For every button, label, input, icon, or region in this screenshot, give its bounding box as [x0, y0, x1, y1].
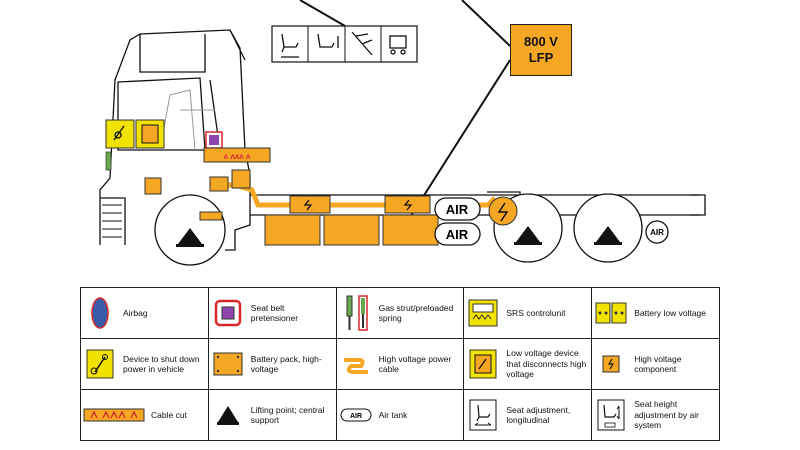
top-icon-strip: [271, 25, 418, 63]
seat-belt-pretensioner-icon: [214, 299, 242, 327]
battery-low-voltage-icon: [595, 302, 627, 324]
front-grille: [102, 204, 122, 238]
air-tank-icon: AIR: [340, 408, 372, 422]
legend-cell-lifting-point: Lifting point; central support: [207, 389, 337, 441]
legend-label-air-tank: Air tank: [378, 409, 408, 420]
air-tank-symbol-text: AIR: [350, 413, 362, 420]
legend-label-battery-hv: Battery pack, high-voltage: [250, 353, 322, 375]
legend-label-cable-cut: Cable cut: [151, 409, 187, 420]
truck-diagram: ʌ ʌʌʌ ʌ AIR AIR AIR: [99, 0, 706, 266]
gas-strut-marker: [105, 151, 112, 171]
seat-tilt-icon: [389, 35, 407, 55]
seat-belt-pretensioner-inner: [209, 135, 219, 145]
legend-cell-seat-long: Seat adjustment, longitudinal: [463, 389, 593, 441]
legend-cell-battery-lv: Battery low voltage: [591, 287, 720, 339]
legend-cell-srs: SRS controlunit: [463, 287, 593, 339]
legend-cell-cable-cut: Cable cut: [80, 389, 209, 441]
hv-bolts: [303, 199, 413, 211]
battery-chemistry: LFP: [528, 50, 554, 65]
legend-cell-shutdown: Device to shut down power in vehicle: [80, 338, 209, 390]
air-tank-3: AIR: [645, 220, 669, 244]
legend-label-hv-component: High voltage component: [634, 353, 682, 375]
legend-label-battery-lv: Battery low voltage: [634, 307, 707, 318]
legend-label-srs: SRS controlunit: [506, 307, 566, 318]
cable-cut-strip: ʌ ʌʌʌ ʌ: [203, 147, 271, 163]
seat-height-air-icon: [317, 33, 339, 48]
air-tank-2: AIR: [434, 222, 481, 246]
legend-cell-battery-hv: Battery pack, high-voltage: [207, 338, 337, 390]
legend-label-seat-height: Seat height adjustment by air system: [634, 399, 699, 431]
gas-strut-icon: [346, 295, 368, 331]
legend-label-pretensioner: Seat belt pretensioner: [250, 302, 299, 324]
lv-disconnect-device-icon: [469, 349, 497, 379]
shutdown-devices: [105, 119, 165, 149]
legend-cell-hv-cable: High voltage power cable: [335, 338, 465, 390]
callout-line-icons-a: [299, 0, 346, 27]
legend-cell-air-tank: AIR Air tank: [335, 389, 465, 441]
legend-cell-lv-disconnect: Low voltage device that disconnects high…: [463, 338, 593, 390]
seat-height-air-legend-icon: [597, 399, 625, 431]
hv-power-cable-icon: [343, 358, 368, 374]
cab-interior: [159, 89, 215, 151]
legend-label-seat-long: Seat adjustment, longitudinal: [506, 404, 571, 426]
airbag-icon: [91, 297, 109, 329]
seat-adjust-longitudinal-legend-icon: [469, 399, 497, 431]
battery-packs: [264, 195, 439, 246]
shutdown-device-icon: [86, 349, 114, 379]
legend-cell-seat-height: Seat height adjustment by air system: [591, 389, 720, 441]
hv-component-rear: [488, 196, 518, 226]
legend-label-airbag: Airbag: [123, 307, 148, 318]
lifting-points: [176, 226, 622, 247]
callout-line-icons-b: [461, 0, 511, 47]
legend-row: Cable cut Lifting point; central support…: [80, 389, 720, 441]
air-tank-1-label: AIR: [446, 202, 469, 217]
legend-label-lv-disconnect: Low voltage device that disconnects high…: [506, 348, 587, 380]
legend-cell-gas-strut: Gas strut/preloaded spring: [335, 287, 465, 339]
legend-row: Device to shut down power in vehicle Bat…: [80, 338, 720, 390]
legend-label-hv-cable: High voltage power cable: [378, 353, 452, 375]
legend-cell-pretensioner: Seat belt pretensioner: [207, 287, 337, 339]
battery-spec-label: 800 V LFP: [510, 24, 572, 76]
hv-components-cab: [144, 169, 251, 221]
hv-component-icon: [602, 355, 620, 373]
legend-row: Airbag Seat belt pretensioner Gas strut/…: [80, 287, 720, 339]
legend-label-shutdown: Device to shut down power in vehicle: [123, 353, 200, 375]
steering-wheel-adjust-icon: [351, 31, 373, 56]
lifting-point-icon: [216, 406, 239, 425]
air-tank-2-label: AIR: [446, 227, 469, 242]
svg-text:ʌ ʌʌʌ ʌ: ʌ ʌʌʌ ʌ: [224, 152, 251, 161]
legend-cell-hv-component: High voltage component: [591, 338, 720, 390]
seat-adjust-longitudinal-icon: [281, 33, 299, 58]
cable-cut-icon: [83, 408, 145, 422]
legend-cell-airbag: Airbag: [80, 287, 209, 339]
legend-label-gas-strut: Gas strut/preloaded spring: [378, 302, 454, 324]
legend-label-lifting-point: Lifting point; central support: [250, 404, 325, 426]
air-tank-1: AIR: [434, 197, 481, 221]
legend-table: Airbag Seat belt pretensioner Gas strut/…: [80, 287, 720, 441]
air-tank-3-label: AIR: [650, 228, 664, 237]
battery-voltage: 800 V: [524, 34, 558, 49]
battery-pack-hv-icon: [213, 352, 243, 376]
srs-control-unit-icon: [468, 299, 498, 327]
